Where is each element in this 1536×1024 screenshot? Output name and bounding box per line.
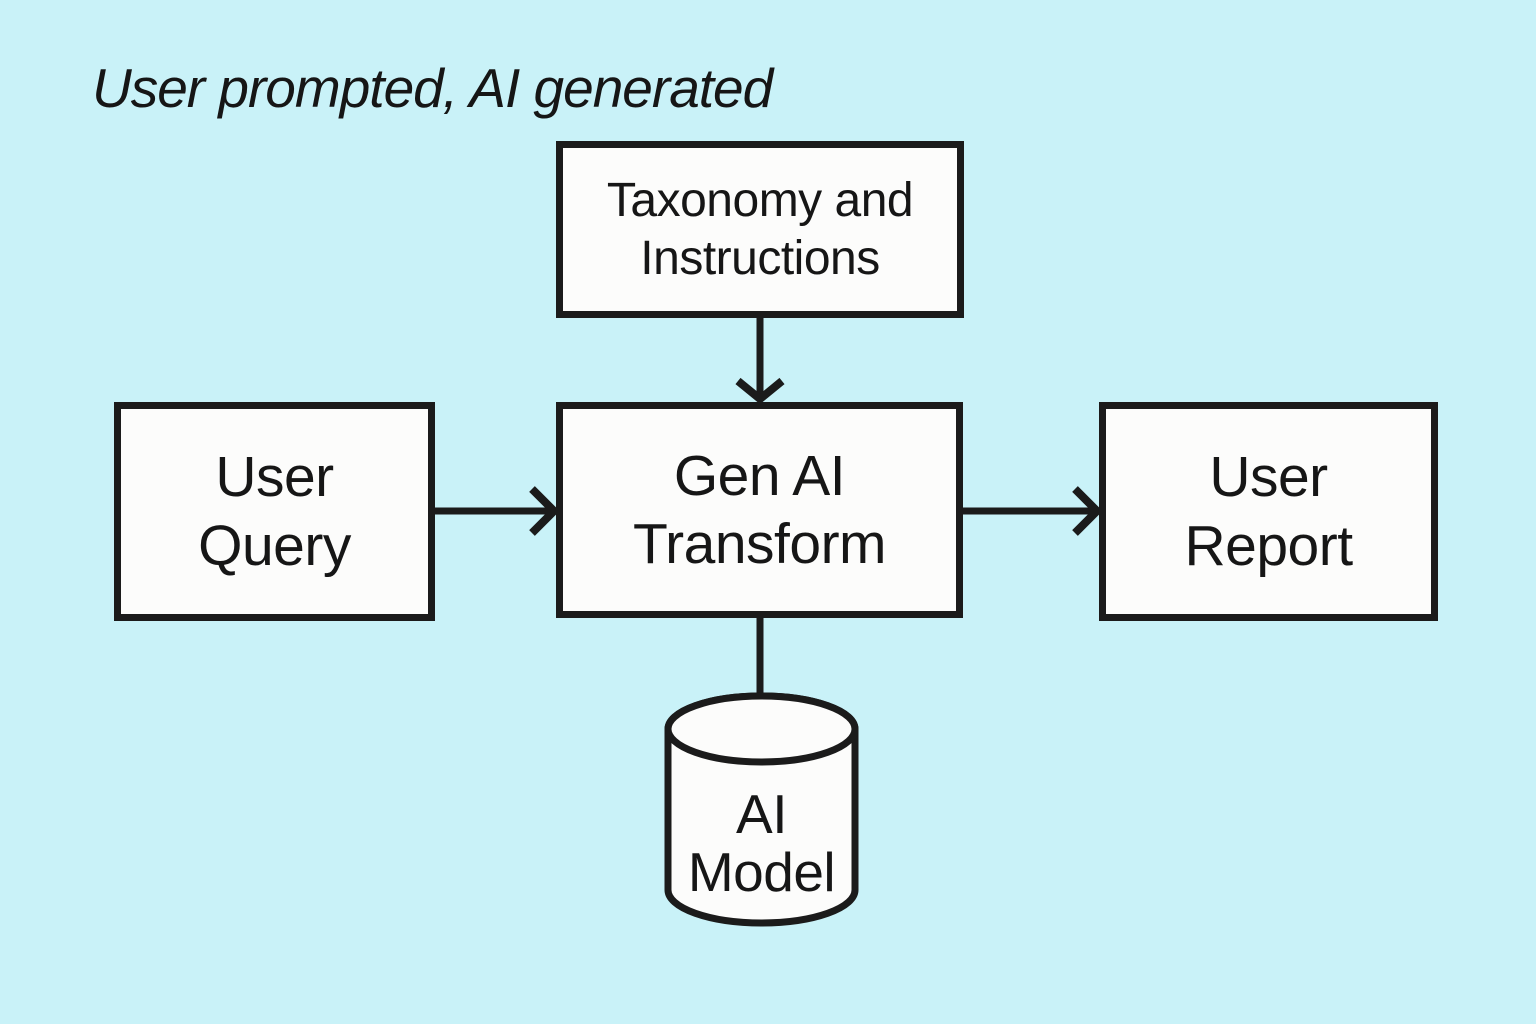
edge-taxonomy-to-gen-ai (735, 315, 785, 405)
node-user-query-label: User Query (198, 445, 351, 578)
node-user-report-label: User Report (1184, 445, 1353, 578)
cylinder-top (664, 692, 859, 766)
node-user-report: User Report (1099, 402, 1438, 621)
edge-user-query-to-gen-ai (433, 486, 560, 536)
node-gen-ai-transform: Gen AI Transform (556, 402, 963, 618)
ai-model-cylinder (664, 692, 859, 927)
node-taxonomy-label: Taxonomy and Instructions (606, 173, 914, 285)
node-user-query: User Query (114, 402, 435, 621)
arrowhead-right-icon (1072, 486, 1103, 536)
node-gen-ai-transform-label: Gen AI Transform (632, 443, 887, 576)
node-ai-model-label: AI Model (687, 782, 836, 903)
arrowhead-right-icon (529, 486, 560, 536)
node-taxonomy-and-instructions: Taxonomy and Instructions (556, 141, 964, 318)
edge-gen-ai-to-user-report (961, 486, 1103, 536)
arrowhead-down-icon (735, 377, 785, 405)
diagram-title: User prompted, AI generated (92, 57, 773, 119)
